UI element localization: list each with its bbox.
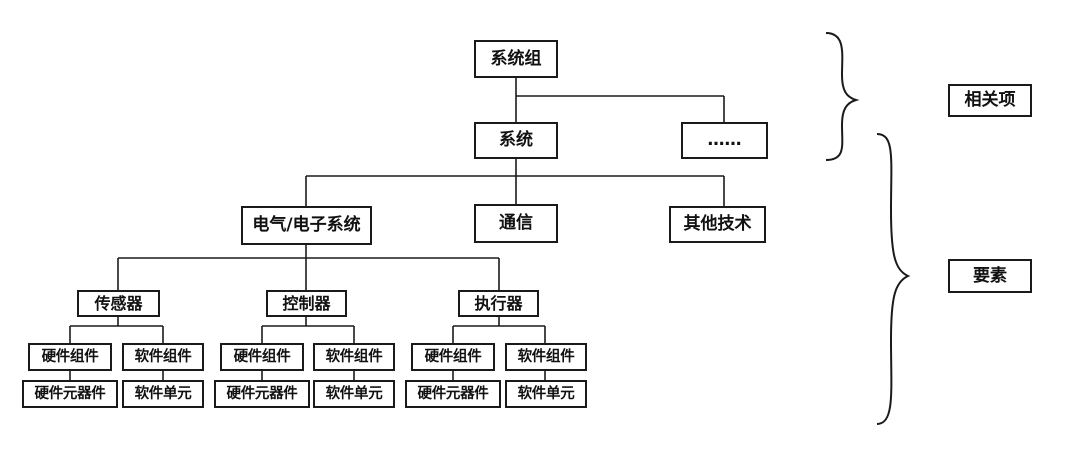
- other-tech-node: 其他技术: [669, 206, 766, 243]
- elements-label: 要素: [948, 259, 1032, 293]
- controller-hw-part-node: 硬件元器件: [214, 380, 310, 408]
- controller-node: 控制器: [266, 290, 347, 317]
- actuator-sw-component-node: 软件组件: [505, 343, 587, 371]
- root-node: 系统组: [474, 40, 558, 78]
- controller-hw-component-node: 硬件组件: [220, 343, 304, 371]
- controller-sw-unit-node: 软件单元: [313, 380, 395, 408]
- controller-sw-component-node: 软件组件: [313, 343, 395, 371]
- actuator-hw-component-node: 硬件组件: [411, 343, 495, 371]
- actuator-node: 执行器: [458, 290, 539, 317]
- elements-brace: [876, 133, 911, 425]
- sensor-sw-component-node: 软件组件: [122, 343, 204, 371]
- system-node: 系统: [474, 122, 558, 159]
- sensor-hw-component-node: 硬件组件: [28, 343, 112, 371]
- sensor-hw-part-node: 硬件元器件: [22, 380, 118, 408]
- sensor-sw-unit-node: 软件单元: [122, 380, 204, 408]
- sensor-node: 传感器: [77, 290, 160, 317]
- other-system-node: ……: [681, 122, 768, 159]
- actuator-hw-part-node: 硬件元器件: [405, 380, 501, 408]
- electrical-system-node: 电气/电子系统: [241, 206, 372, 245]
- actuator-sw-unit-node: 软件单元: [505, 380, 587, 408]
- related-items-label: 相关项: [948, 84, 1032, 117]
- related-brace: [825, 32, 860, 161]
- communication-node: 通信: [474, 204, 558, 243]
